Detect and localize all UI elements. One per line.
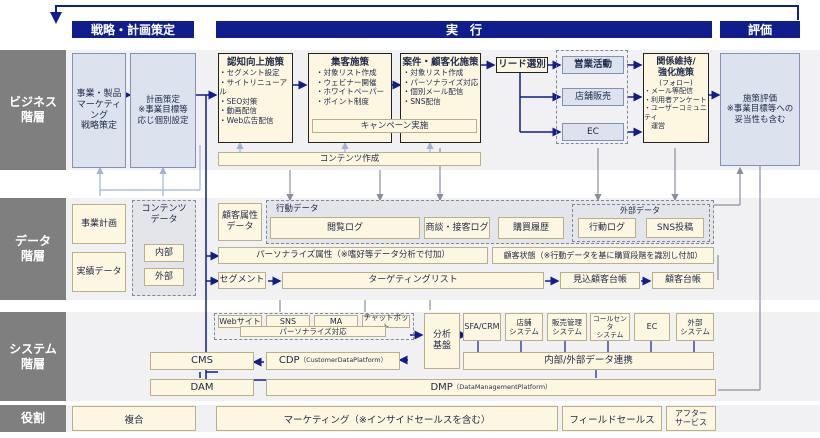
role-combined: 複合 — [72, 406, 196, 431]
targeting-list: ターゲティングリスト — [282, 272, 544, 289]
sales-activity: 営業活動 — [562, 56, 624, 74]
list-item: ・セグメント設定 — [219, 68, 280, 78]
external-content: 外部 — [144, 268, 184, 286]
external-data-group — [572, 204, 710, 242]
internal-content: 内部 — [144, 244, 184, 262]
layer-data: データ 階層 — [0, 198, 66, 300]
personalize-attribute: パーソナライズ属性（※嗜好等データ分析で付加） — [218, 247, 488, 264]
list-item: ・対象リスト作成 — [315, 68, 377, 78]
data-integration: 内部/外部データ連携 — [463, 352, 714, 370]
strategy-box: 事業・製品 マーケティング 戦略策定 — [72, 53, 126, 168]
behavior-data-label: 行動データ — [276, 204, 319, 214]
chatbot-system: チャットボット — [362, 312, 410, 331]
awareness-list: ・セグメント設定 ・サイトリニューアル ・SEO対策 ・動画配信 ・Web広告配… — [219, 68, 292, 125]
list-item: ・利用者アンケート — [644, 95, 707, 104]
customer-attribute-data: 顧客属性 データ — [218, 203, 262, 241]
role-field-sales: フィールドセールス — [562, 406, 662, 431]
content-data-label: コンテンツ データ — [141, 204, 187, 225]
plan-box: 計画策定 ※事業目標等 応じ個別設定 — [130, 53, 196, 168]
frontend-systems-group — [214, 313, 414, 340]
cdp: CDP （CustomerDataPlatform） — [266, 352, 400, 370]
cdp-label: CDP — [278, 355, 300, 366]
store-system: 店舗 システム — [505, 313, 543, 341]
phase-evaluation: 評価 — [720, 21, 800, 38]
retention-list: ・メール等配信 ・利用者アンケート ・ユーザーコミュニティ 運営 — [644, 87, 708, 131]
sfa-crm: SFA/CRM — [463, 313, 501, 341]
individual-title: 案件・顧客化施策 — [402, 57, 479, 68]
action-log: 行動ログ — [578, 218, 636, 238]
list-item: ・ユーザーコミュニティ 運営 — [644, 104, 707, 130]
ec-system: EC — [634, 313, 670, 341]
retention-measures: 関係維持/ 強化施策 (フォロー) ・メール等配信 ・利用者アンケート ・ユーザ… — [643, 53, 709, 143]
evaluation-box: 施策評価 ※事業目標等への 妥当性も含む — [720, 53, 800, 166]
dam: DAM — [150, 379, 254, 396]
list-item: ・Web広告配信 — [219, 115, 274, 125]
list-item: ・ホワイトペーパー — [315, 87, 385, 97]
negotiation-log: 商談・接客ログ — [424, 217, 490, 239]
awareness-measures: 認知向上施策 ・セグメント設定 ・サイトリニューアル ・SEO対策 ・動画配信 … — [218, 53, 293, 143]
acquisition-title: 集客施策 — [330, 57, 369, 68]
lead-selection: リード選別 — [496, 57, 548, 73]
sns-post: SNS投稿 — [646, 218, 704, 238]
sales-group — [556, 50, 628, 144]
personalize-system: パーソナライズ対応 — [240, 326, 386, 337]
layer-business: ビジネス 階層 — [0, 50, 66, 170]
browse-log: 閲覧ログ — [270, 217, 420, 239]
list-item: ・動画配信 — [219, 106, 257, 116]
prospect-ledger: 見込顧客台帳 — [560, 272, 640, 289]
list-item: ・サイトリニューアル — [219, 77, 288, 97]
cdp-fullname: （CustomerDataPlatform） — [299, 356, 388, 365]
customer-state: 顧客状態（※行動データを基に購買段階を識別し付加） — [492, 247, 714, 264]
customer-ledger: 顧客台帳 — [652, 272, 714, 289]
actual-data: 実績データ — [72, 252, 126, 292]
list-item: ・SNS配信 — [402, 96, 441, 106]
business-plan-data: 事業計画 — [72, 204, 126, 244]
analysis-platform: 分析 基盤 — [424, 313, 460, 369]
list-item: ・ポイント制度 — [315, 96, 370, 106]
role-marketing: マーケティング（※インサイドセールスを含む） — [216, 406, 558, 431]
list-item: ・ウェビナー開催 — [315, 77, 377, 87]
dmp-label: DMP — [430, 381, 453, 393]
purchase-history: 購買履歴 — [498, 217, 564, 239]
campaign-box: キャンペーン実施 — [312, 119, 477, 133]
store-sales: 店舗販売 — [562, 88, 624, 106]
layer-system: システム 階層 — [0, 312, 66, 401]
retention-subtitle: (フォロー) — [659, 78, 693, 87]
content-creation: コンテンツ作成 — [218, 152, 481, 166]
role-after-service: アフター サービス — [666, 406, 716, 431]
cms: CMS — [150, 352, 254, 370]
phase-strategy: 戦略・計画策定 — [72, 21, 194, 38]
list-item: ・対象リスト作成 — [402, 68, 464, 78]
individual-list: ・対象リスト作成 ・パーソナライズ対応 ・個別メール配信 ・SNS配信 — [403, 68, 479, 106]
acquisition-list: ・対象リスト作成 ・ウェビナー開催 ・ホワイトペーパー ・ポイント制度 — [316, 68, 384, 106]
retention-title: 関係維持/ 強化施策 — [656, 57, 696, 78]
ec-channel: EC — [562, 123, 624, 141]
segment: セグメント — [218, 272, 266, 289]
awareness-title: 認知向上施策 — [226, 57, 284, 68]
list-item: ・パーソナライズ対応 — [402, 77, 479, 87]
dmp: DMP （DataManagementPlatform） — [266, 379, 716, 396]
dmp-fullname: （DataManagementPlatform） — [452, 382, 552, 391]
external-data-label: 外部データ — [620, 206, 660, 215]
layer-role: 役割 — [0, 405, 66, 432]
sales-management-system: 販売管理 システム — [547, 313, 587, 341]
list-item: ・個別メール配信 — [402, 87, 464, 97]
phase-execution: 実 行 — [216, 21, 712, 38]
callcenter-system: コールセンタ システム — [590, 313, 630, 341]
external-system: 外部 システム — [676, 313, 714, 341]
list-item: ・SEO対策 — [219, 96, 258, 106]
list-item: ・メール等配信 — [644, 86, 693, 95]
